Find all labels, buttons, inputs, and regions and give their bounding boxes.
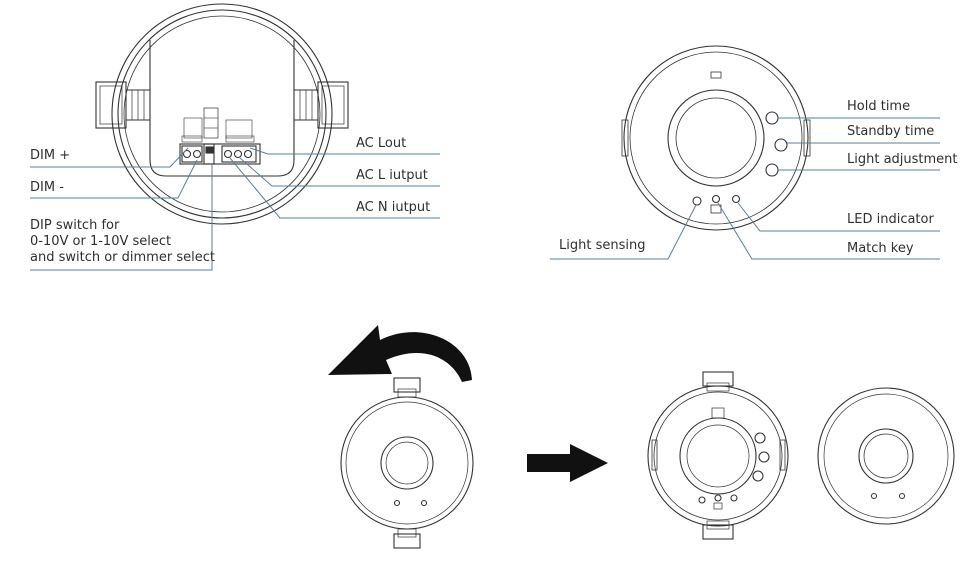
inner-ring-2: [123, 15, 321, 213]
standby-time-knob: [774, 138, 788, 152]
dip-leader: [30, 163, 213, 271]
ac-lout-leader: [249, 147, 440, 155]
ac-n-input-leader: [229, 157, 440, 219]
right-tab: [803, 119, 811, 157]
dim-minus-leader: [30, 159, 198, 199]
light-sensing-leader: [550, 204, 697, 260]
ac-lout-label: AC Lout: [356, 136, 407, 151]
led-indicator-leader: [737, 202, 940, 232]
hold-time-label: Hold time: [847, 99, 911, 114]
ac-l-input-leader: [239, 157, 440, 187]
wiring-diagram: [95, 3, 349, 225]
dip-line-2: 0-10V or 1-10V select: [30, 234, 172, 249]
match-key-label: Match key: [847, 241, 914, 256]
lens-ring: [667, 89, 765, 187]
light-adjust-knob: [765, 163, 779, 177]
dip-switch-label: DIP switch for 0-10V or 1-10V select and…: [30, 218, 230, 266]
terminal-housing: [149, 40, 295, 177]
hold-time-knob: [765, 111, 779, 125]
sensor-open-view: [647, 371, 789, 540]
sensor-closed-view: [817, 387, 955, 525]
right-leader-lines: [550, 117, 940, 260]
lens: [675, 97, 757, 179]
dip-line-1: DIP switch for: [30, 218, 120, 233]
dim-plus-leader: [30, 147, 189, 168]
dim-minus-label: DIM -: [30, 180, 64, 195]
rotation-arrow: [328, 325, 472, 382]
left-spring-clip: [95, 81, 150, 129]
sensor-outer-ring: [623, 45, 809, 231]
terminal-blocks: [179, 107, 261, 165]
right-spring-clip: [294, 81, 349, 129]
straight-arrow: [527, 444, 608, 482]
light-adjustment-label: Light adjustment: [847, 152, 958, 167]
curved-arrow-icon: [328, 325, 472, 382]
led-indicator-label: LED indicator: [847, 212, 934, 227]
standby-time-label: Standby time: [847, 124, 935, 139]
right-arrow-icon: [527, 444, 608, 482]
ac-l-input-label: AC L iutput: [356, 168, 428, 183]
light-sensing-label: Light sensing: [559, 238, 646, 253]
inner-ring: [117, 9, 327, 219]
bottom-slot: [710, 204, 722, 214]
match-key-leader: [717, 202, 940, 260]
dim-plus-label: DIM +: [30, 148, 71, 163]
left-leader-lines: [30, 147, 440, 271]
match-key: [711, 194, 721, 204]
sensor-inner-ring: [629, 51, 803, 225]
left-tab: [621, 119, 629, 157]
light-sensor: [692, 196, 702, 206]
dip-line-3: and switch or dimmer select: [30, 250, 215, 265]
sensor-front-diagram: [621, 45, 811, 231]
led-indicator: [731, 194, 741, 204]
ac-n-input-label: AC N iutput: [356, 200, 431, 215]
outer-ring: [111, 3, 333, 225]
top-slot: [710, 71, 722, 79]
sensor-cover-left: [340, 377, 474, 549]
